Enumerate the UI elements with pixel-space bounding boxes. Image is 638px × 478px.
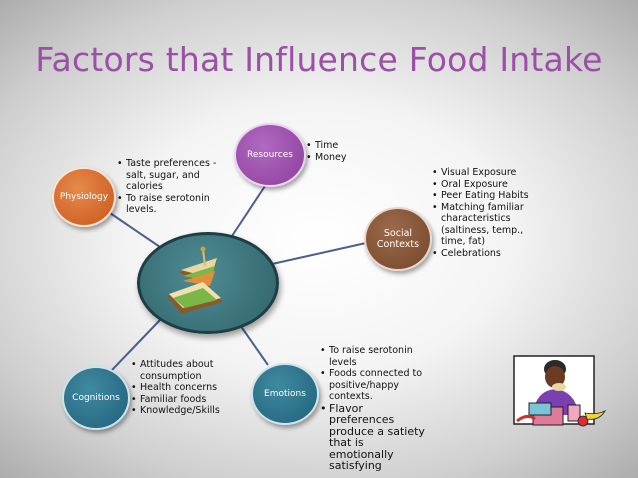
bullet-item: Matching familiar characteristics (salti…	[432, 202, 542, 248]
bullet-item: Foods connected to positive/happy contex…	[320, 368, 430, 403]
bullet-item: Peer Eating Habits	[432, 190, 542, 202]
emotions-bullets: To raise serotonin levels Foods connecte…	[320, 345, 430, 472]
bullet-item: Flavor preferences produce a satiety tha…	[320, 402, 430, 472]
bullet-item: Familiar foods	[131, 394, 243, 406]
bullet-item: Celebrations	[432, 248, 542, 260]
physiology-bullets: Taste preferences - salt, sugar, and cal…	[117, 158, 227, 216]
bullet-item: Attitudes about consumption	[131, 359, 243, 382]
connector-resources	[231, 182, 268, 237]
node-emotions: Emotions	[251, 363, 319, 425]
bullet-item: Taste preferences - salt, sugar, and cal…	[117, 158, 227, 193]
bullet-item: Time	[306, 140, 386, 152]
bullet-item: Knowledge/Skills	[131, 405, 243, 417]
person-eating-lunch-icon	[513, 355, 607, 427]
social-bullets: Visual Exposure Oral Exposure Peer Eatin…	[432, 167, 542, 259]
bullet-item: Visual Exposure	[432, 167, 542, 179]
connector-cognitions	[111, 319, 161, 371]
node-resources: Resources	[234, 123, 306, 187]
connector-physiology	[109, 212, 161, 248]
bullet-item: Health concerns	[131, 382, 243, 394]
bullet-item: To raise serotonin levels.	[117, 193, 227, 216]
center-node	[137, 232, 279, 334]
node-physiology: Physiology	[52, 167, 116, 227]
node-social-contexts: Social Contexts	[364, 207, 432, 271]
sandwich-icon	[167, 246, 223, 314]
resources-bullets: Time Money	[306, 140, 386, 163]
bullet-item: Money	[306, 152, 386, 164]
bullet-item: Oral Exposure	[432, 179, 542, 191]
page-title: Factors that Influence Food Intake	[35, 40, 603, 79]
node-social-label-line1: Social	[383, 228, 413, 239]
node-social-label-line2: Contexts	[376, 239, 420, 250]
connector-emotions	[239, 324, 269, 366]
node-cognitions: Cognitions	[62, 366, 130, 430]
cognitions-bullets: Attitudes about consumption Health conce…	[131, 359, 243, 417]
bullet-item: To raise serotonin levels	[320, 345, 430, 368]
connector-social	[271, 242, 367, 265]
